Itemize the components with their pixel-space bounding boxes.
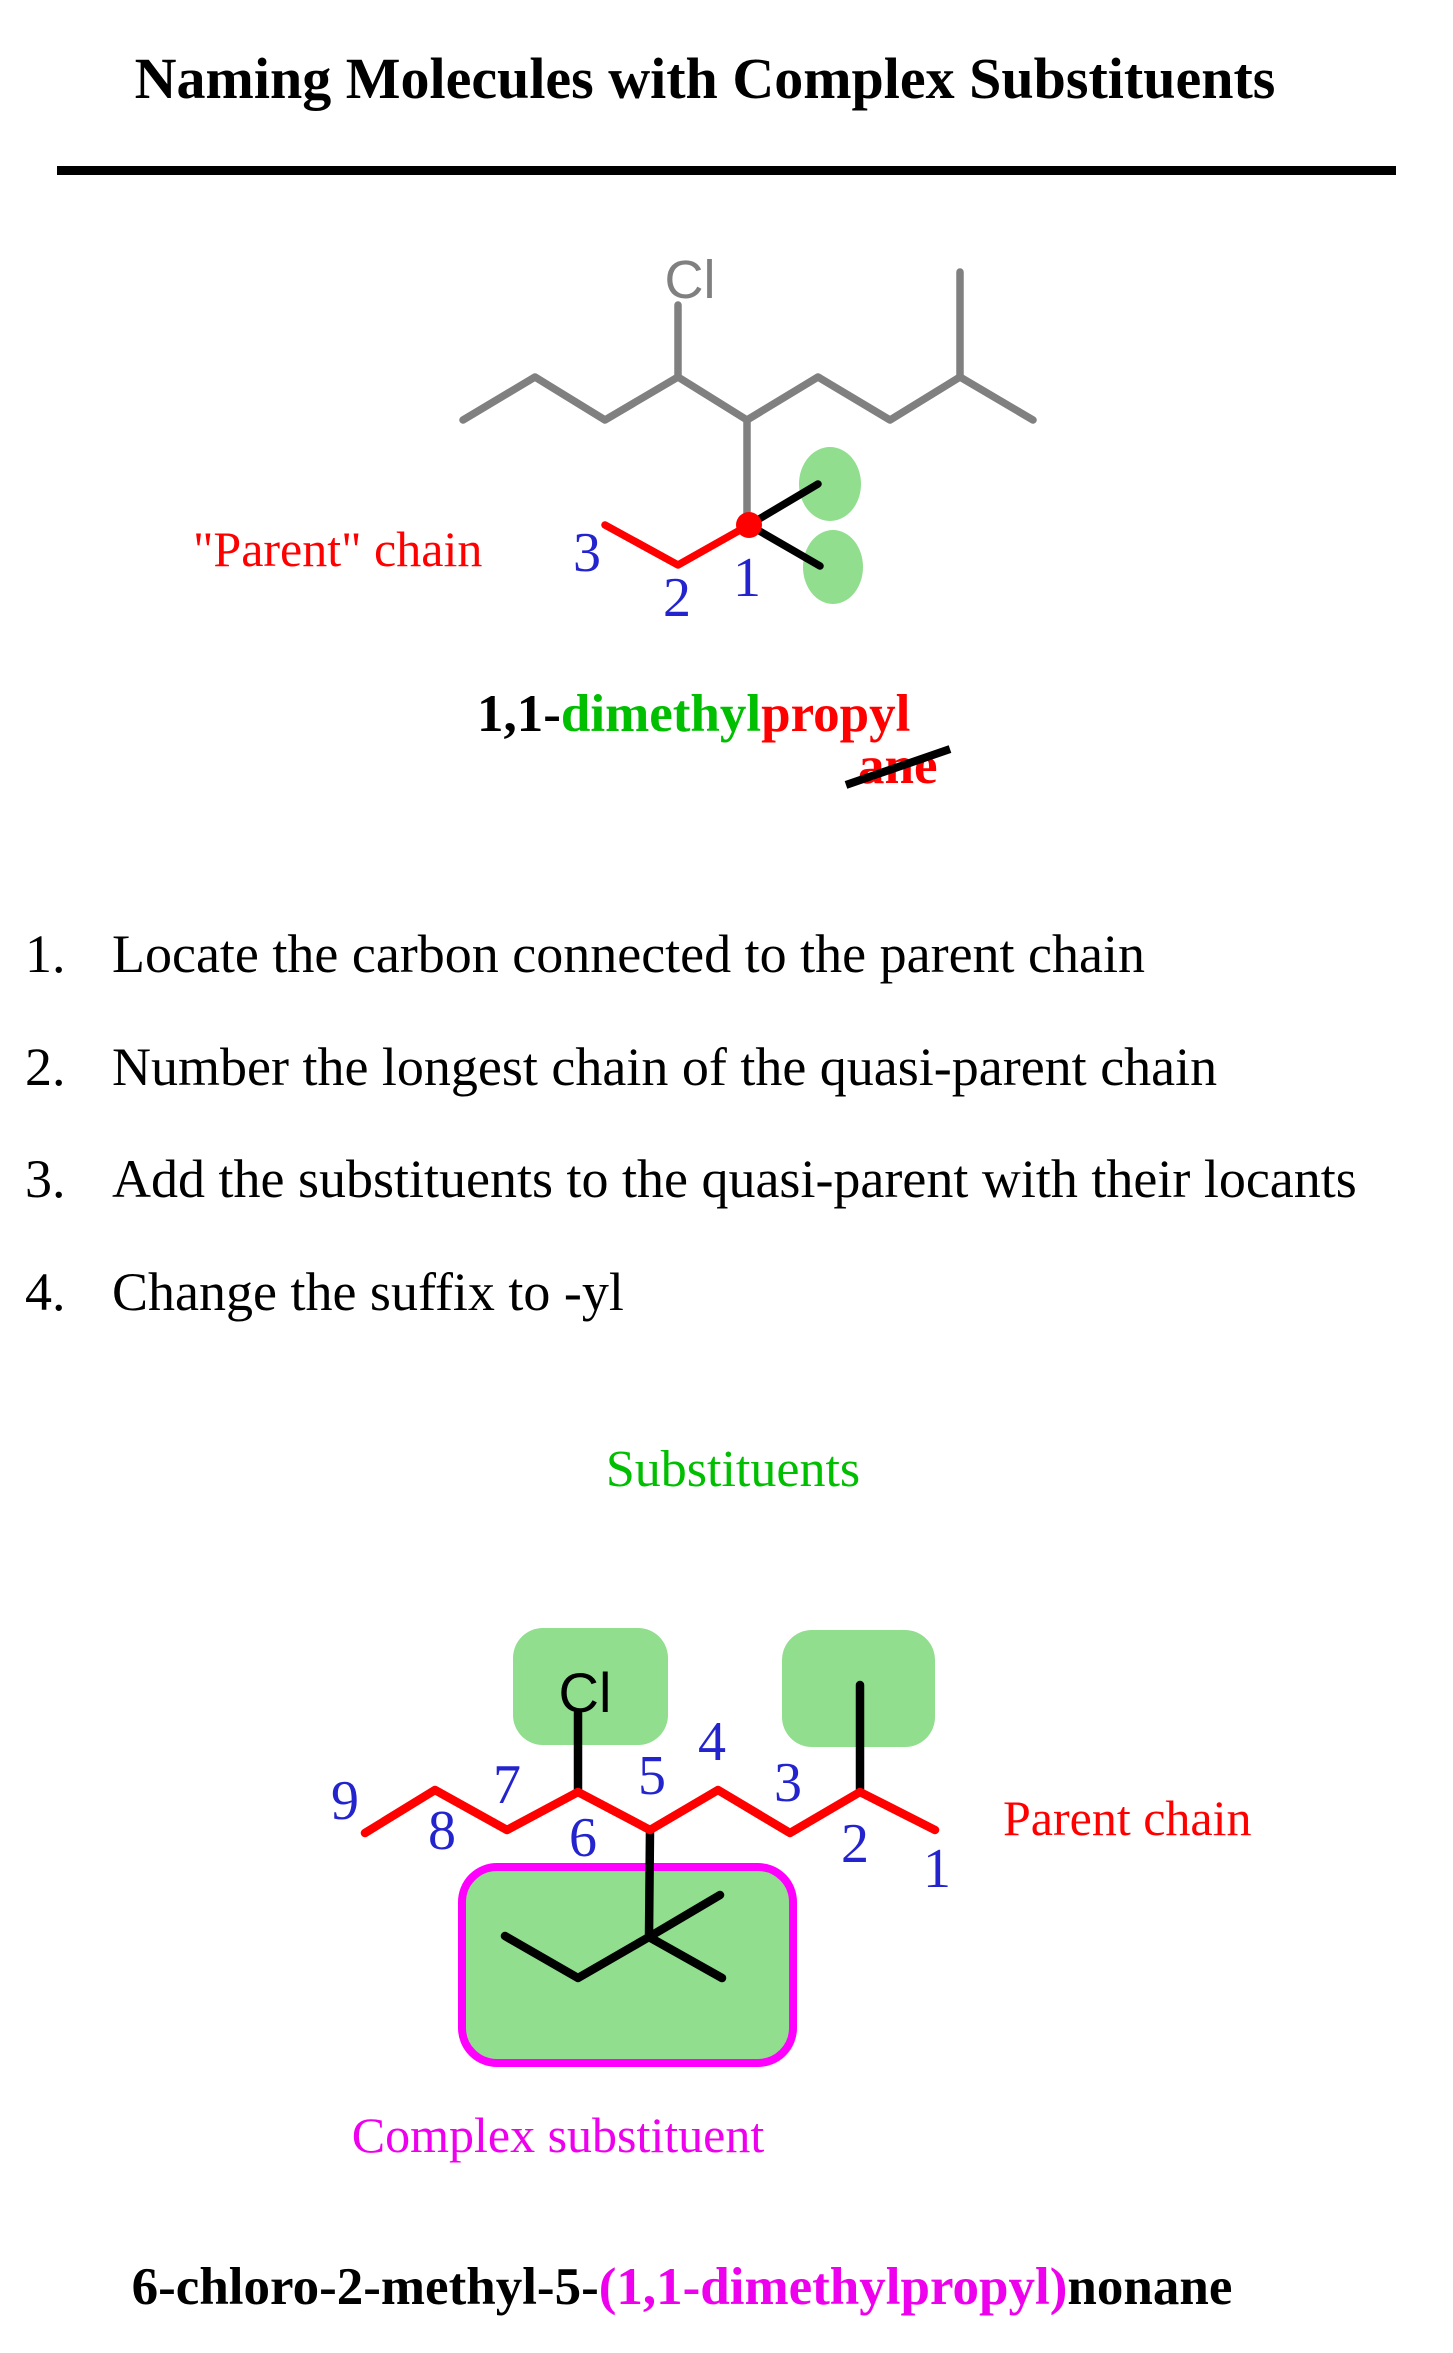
name-propyl-part: propyl	[761, 685, 911, 743]
molecule2-locant-6: 6	[569, 1807, 597, 1869]
substituent-name: 1,1-dimethylpropyl	[477, 688, 910, 741]
methyl-highlight-ellipse-bottom	[803, 530, 863, 604]
substituents-heading: Substituents	[605, 1441, 861, 1498]
molecule2-c5-substituent-bond	[644, 1825, 655, 1942]
complex-methyl-bond-lower	[644, 1932, 727, 1983]
final-name-prefix: 6-chloro-2-methyl-5-	[131, 2258, 599, 2316]
step-3-text: Add the substituents to the quasi-parent…	[112, 1149, 1357, 1209]
title-divider	[57, 166, 1396, 175]
complex-substituent-label: Complex substituent	[352, 2107, 765, 2163]
molecule2-locant-8: 8	[428, 1800, 456, 1862]
molecule2-locant-9: 9	[331, 1770, 359, 1832]
molecule1-dimethyl-bond-bottom	[745, 521, 824, 570]
molecule1-locant-3: 3	[573, 522, 601, 584]
name-locant-prefix: 1,1-	[477, 685, 561, 743]
molecule1-locant-1: 1	[733, 547, 761, 609]
final-name: 6-chloro-2-methyl-5-(1,1-dimethylpropyl)…	[0, 2261, 1364, 2314]
complex-methyl-bond-upper	[644, 1890, 725, 1942]
step-2-text: Number the longest chain of the quasi-pa…	[112, 1037, 1218, 1097]
molecule2-locant-7: 7	[493, 1754, 521, 1816]
molecule-1-diagram: Cl 3 2 1 "Parent" chain	[193, 250, 1037, 629]
molecule2-locant-1: 1	[923, 1838, 951, 1900]
step-2-number: 2.	[25, 1037, 66, 1097]
parent-chain-label: Parent chain	[1003, 1790, 1252, 1846]
quasi-parent-chain-label: "Parent" chain	[193, 521, 482, 577]
methyl-highlight-ellipse-top	[799, 447, 861, 521]
attachment-carbon-dot	[736, 512, 762, 538]
step-4-text: Change the suffix to -yl	[112, 1262, 624, 1322]
molecule-2-diagram: Cl 9 8 7 6 5 4 3 2 1 Parent chain Comple…	[331, 1628, 1252, 2163]
molecule2-locant-3: 3	[774, 1752, 802, 1814]
final-name-suffix: nonane	[1067, 2258, 1233, 2316]
molecule2-locant-2: 2	[841, 1813, 869, 1875]
step-4-number: 4.	[25, 1262, 66, 1322]
molecule2-parent-chain	[360, 1785, 940, 1838]
step-1-text: Locate the carbon connected to the paren…	[112, 924, 1145, 984]
step-1-number: 1.	[25, 924, 66, 984]
complex-substituent-box	[458, 1863, 797, 2067]
molecule1-gray-chain	[459, 373, 1037, 424]
chloro-highlight-box	[513, 1628, 668, 1745]
molecule1-red-propyl-chain	[601, 521, 753, 569]
name-dimethyl-part: dimethyl	[560, 685, 762, 743]
final-name-complex-part: (1,1-dimethylpropyl)	[598, 2258, 1068, 2316]
complex-ethyl-bonds	[500, 1931, 654, 1983]
molecule1-dimethyl-bond-top	[745, 480, 822, 529]
chlorine-atom-label-2: Cl	[559, 1661, 612, 1724]
chlorine-atom-label: Cl	[665, 250, 716, 310]
step-3-number: 3.	[25, 1149, 66, 1209]
molecule1-locant-2: 2	[663, 567, 691, 629]
molecule2-locant-4: 4	[698, 1711, 726, 1773]
page-title: Naming Molecules with Complex Substituen…	[134, 46, 1276, 111]
molecule2-locant-5: 5	[638, 1745, 666, 1807]
